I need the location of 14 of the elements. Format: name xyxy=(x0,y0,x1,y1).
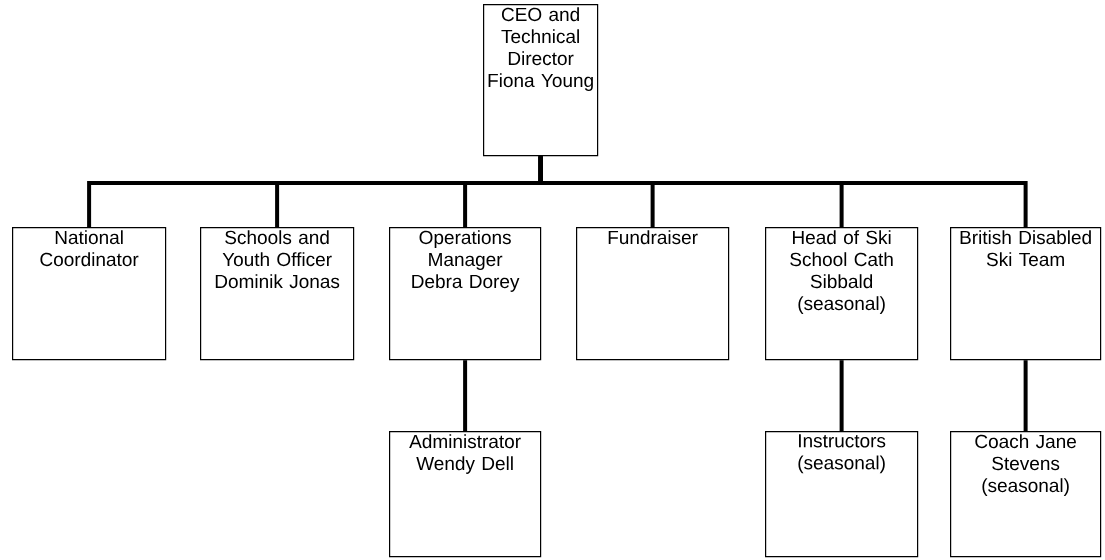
connector-line xyxy=(839,360,844,431)
connector-line xyxy=(1023,360,1028,431)
org-box: Fundraiser xyxy=(576,227,730,361)
org-box: Coach Jane Stevens (seasonal) xyxy=(950,431,1102,558)
org-box: Head of Ski School Cath Sibbald (seasonal) xyxy=(765,227,919,361)
org-box: Instructors (seasonal) xyxy=(765,431,919,558)
connector-line xyxy=(538,156,1028,227)
connector-line xyxy=(463,360,468,431)
org-box: National Coordinator xyxy=(12,227,167,361)
org-box: CEO and Technical Director Fiona Young xyxy=(483,4,599,157)
org-box: Schools and Youth Officer Dominik Jonas xyxy=(200,227,355,361)
org-box: Operations Manager Debra Dorey xyxy=(389,227,542,361)
org-box: Administrator Wendy Dell xyxy=(389,431,542,558)
org-box: British Disabled Ski Team xyxy=(950,227,1102,361)
